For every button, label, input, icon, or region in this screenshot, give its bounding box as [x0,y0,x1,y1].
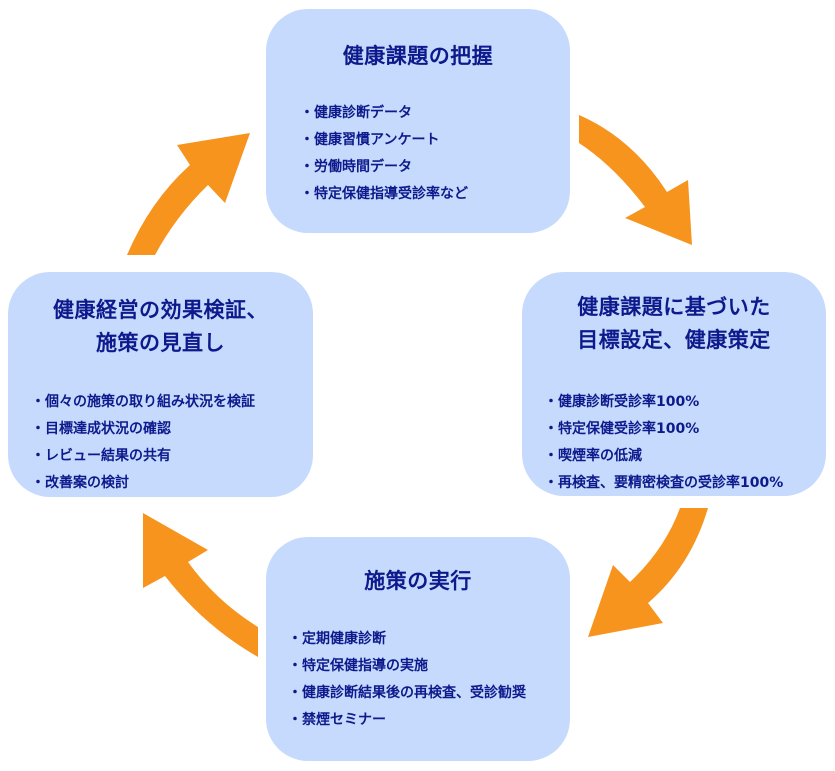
arrow-right-to-bottom-icon [588,508,708,637]
step-box-goal-setting: 健康課題に基づいた 目標設定、健康策定 ・健康診断受診率100% ・特定保健受診… [522,272,826,496]
step-title-line-2: 目標設定、健康策定 [577,328,771,352]
list-item: ・定期健康診断 [288,626,570,653]
list-item: ・個々の施策の取り組み状況を検証 [31,389,313,416]
list-item: ・健康診断結果後の再検査、受診勧奨 [288,680,570,707]
bullet-icon: ・ [31,394,45,410]
list-item-text: 目標達成状況の確認 [45,421,171,437]
bullet-icon: ・ [544,394,558,410]
arrow-top-to-right-icon [579,115,692,245]
step-title-line-1: 健康経営の効果検証、 [53,298,268,322]
arrow-left-to-top-icon [127,133,250,255]
list-item: ・労働時間データ [300,154,570,181]
list-item-text: 健康診断受診率100% [558,394,700,410]
list-item-text: 禁煙セミナー [302,712,386,728]
list-item-text: 個々の施策の取り組み状況を検証 [45,394,255,410]
arrow-bottom-to-left-icon [143,513,258,657]
list-item: ・健康診断データ [300,100,570,127]
step-bullet-list: ・健康診断受診率100% ・特定保健受診率100% ・喫煙率の低減 ・再検査、要… [522,389,826,497]
list-item: ・再検査、要精密検査の受診率100% [544,470,826,497]
bullet-icon: ・ [300,132,314,148]
list-item-text: 特定保健指導受診率など [314,186,468,202]
bullet-icon: ・ [544,421,558,437]
list-item: ・特定保健受診率100% [544,416,826,443]
step-title-line-1: 健康課題に基づいた [577,295,771,319]
step-bullet-list: ・定期健康診断 ・特定保健指導の実施 ・健康診断結果後の再検査、受診勧奨 ・禁煙… [266,626,570,734]
bullet-icon: ・ [300,159,314,175]
step-bullet-list: ・個々の施策の取り組み状況を検証 ・目標達成状況の確認 ・レビュー結果の共有 ・… [8,389,313,497]
list-item: ・禁煙セミナー [288,707,570,734]
list-item-text: レビュー結果の共有 [45,448,171,464]
list-item-text: 健康習慣アンケート [314,132,440,148]
list-item-text: 改善案の検討 [45,475,129,491]
list-item-text: 特定保健受診率100% [558,421,700,437]
list-item-text: 労働時間データ [314,159,412,175]
step-bullet-list: ・健康診断データ ・健康習慣アンケート ・労働時間データ ・特定保健指導受診率な… [266,100,570,208]
step-box-review: 健康経営の効果検証、 施策の見直し ・個々の施策の取り組み状況を検証 ・目標達成… [8,272,313,497]
bullet-icon: ・ [300,105,314,121]
step-title: 施策の実行 [364,569,472,593]
bullet-icon: ・ [288,631,302,647]
step-title: 健康課題の把握 [342,44,494,68]
list-item: ・健康診断受診率100% [544,389,826,416]
bullet-icon: ・ [300,186,314,202]
bullet-icon: ・ [288,658,302,674]
bullet-icon: ・ [31,448,45,464]
list-item-text: 定期健康診断 [302,631,386,647]
list-item: ・特定保健指導受診率など [300,181,570,208]
bullet-icon: ・ [288,712,302,728]
step-box-issue-identification: 健康課題の把握 ・健康診断データ ・健康習慣アンケート ・労働時間データ ・特定… [266,9,570,233]
list-item: ・レビュー結果の共有 [31,443,313,470]
list-item: ・特定保健指導の実施 [288,653,570,680]
list-item-text: 特定保健指導の実施 [302,658,428,674]
list-item: ・喫煙率の低減 [544,443,826,470]
bullet-icon: ・ [31,421,45,437]
list-item-text: 健康診断データ [314,105,412,121]
list-item: ・改善案の検討 [31,470,313,497]
step-title-line-2: 施策の見直し [96,331,225,355]
list-item-text: 再検査、要精密検査の受診率100% [558,475,784,491]
list-item-text: 喫煙率の低減 [558,448,642,464]
bullet-icon: ・ [544,448,558,464]
list-item: ・目標達成状況の確認 [31,416,313,443]
list-item-text: 健康診断結果後の再検査、受診勧奨 [302,685,526,701]
bullet-icon: ・ [544,475,558,491]
bullet-icon: ・ [31,475,45,491]
list-item: ・健康習慣アンケート [300,127,570,154]
step-box-execution: 施策の実行 ・定期健康診断 ・特定保健指導の実施 ・健康診断結果後の再検査、受診… [266,537,570,761]
bullet-icon: ・ [288,685,302,701]
